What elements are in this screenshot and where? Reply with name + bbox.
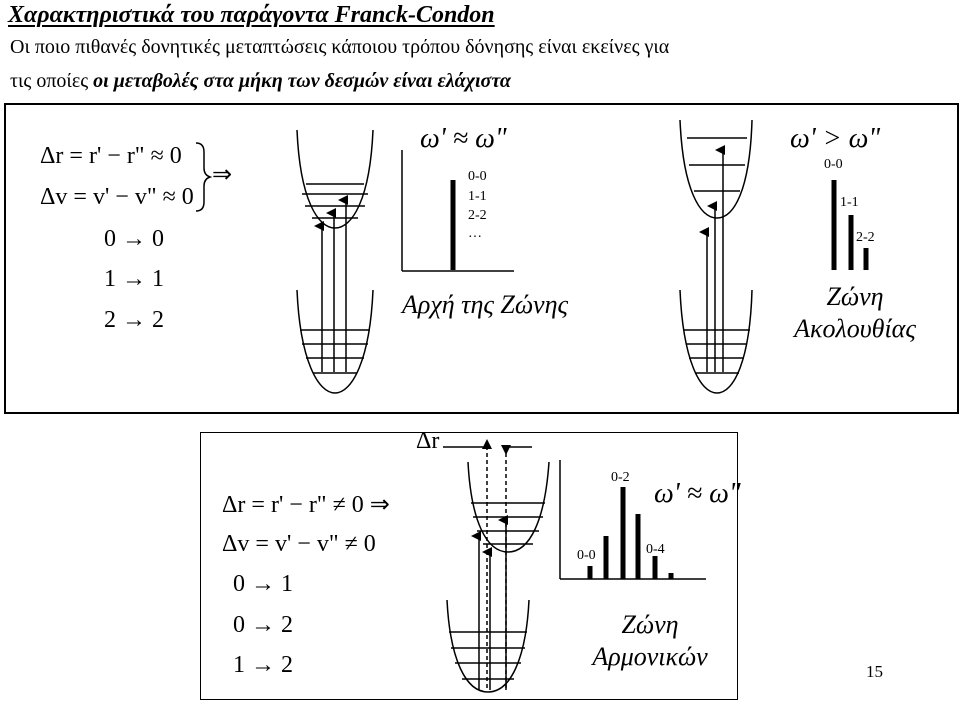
- bottom-lower-well: [446, 599, 530, 693]
- bottom-eq-delta-r: Δr = r' − r" ≠ 0 ⇒: [222, 492, 390, 518]
- bottom-peak-label: 0-4: [646, 542, 665, 557]
- case-a-peak-label: 1-1: [468, 189, 487, 204]
- top-implies-symbol: ⇒: [212, 162, 233, 188]
- case-b-peak-label: 1-1: [840, 195, 859, 210]
- top-transition-3: 2 → 2: [104, 307, 164, 333]
- case-a-peak-label: …: [468, 226, 482, 241]
- bottom-transition-3: 1 → 2: [233, 652, 293, 678]
- case-a-transition-arrows: [314, 195, 348, 372]
- intro-text-plain: τις οποίες: [10, 70, 94, 92]
- case-b-upper-well: [679, 119, 753, 219]
- bottom-upper-well: [467, 461, 550, 553]
- bottom-spectrum: [559, 460, 706, 580]
- intro-text-emphasis: οι μεταβολές στα μήκη των δεσμών είναι ε…: [93, 70, 511, 92]
- page-number: 15: [866, 662, 883, 681]
- top-eq-delta-r: Δr = r' − r" ≈ 0: [40, 143, 182, 169]
- case-b-lower-well: [679, 289, 753, 394]
- case-b-caption-line-2: Ακολουθίας: [794, 314, 916, 343]
- case-a-peak-label: 0-0: [468, 169, 487, 184]
- case-b-spectrum: [831, 180, 869, 270]
- case-b-peak-label: 2-2: [856, 230, 875, 245]
- case-b-transition-arrows: [699, 145, 725, 372]
- intro-text-line-1: Οι ποιο πιθανές δονητικές μεταπτώσεις κά…: [10, 36, 670, 58]
- bottom-transition-2: 0 → 2: [233, 612, 293, 638]
- bottom-caption-line-1: Ζώνη: [621, 610, 679, 639]
- case-b-frequency-label: ω' > ω": [790, 123, 881, 154]
- case-a-lower-well: [296, 289, 374, 394]
- bottom-transition-arrows: [471, 515, 508, 690]
- brace-symbol: [195, 142, 213, 212]
- bottom-dr-marker: [443, 439, 532, 690]
- slide-title: Χαρακτηριστικά του παράγοντα Franck-Cond…: [8, 2, 495, 28]
- bottom-transition-1: 0 → 1: [233, 571, 293, 597]
- bottom-peak-label: 0-0: [577, 548, 596, 563]
- case-a-frequency-label: ω' ≈ ω": [420, 123, 507, 154]
- bottom-frequency-label: ω' ≈ ω": [654, 478, 741, 509]
- case-a-caption: Αρχή της Ζώνης: [401, 290, 569, 319]
- intro-text-line-2: τις οποίες οι μεταβολές στα μήκη των δεσ…: [10, 70, 511, 93]
- top-transition-1: 0 → 0: [104, 226, 164, 252]
- top-panel: [4, 103, 959, 414]
- bottom-peak-label: 0-2: [611, 470, 630, 485]
- bottom-caption-line-2: Αρμονικών: [592, 642, 708, 671]
- bottom-eq-delta-v: Δv = v' − v" ≠ 0: [222, 531, 376, 557]
- top-eq-delta-v: Δv = v' − v" ≈ 0: [40, 184, 194, 210]
- bottom-panel: [200, 432, 738, 700]
- case-b-caption-line-1: Ζώνη: [826, 282, 884, 311]
- case-a-spectrum: [401, 150, 514, 272]
- bottom-dr-label: Δr: [416, 428, 440, 454]
- case-a-upper-well: [296, 129, 374, 229]
- top-transition-2: 1 → 1: [104, 266, 164, 292]
- case-a-peak-label: 2-2: [468, 208, 487, 223]
- case-b-peak-label: 0-0: [824, 157, 843, 172]
